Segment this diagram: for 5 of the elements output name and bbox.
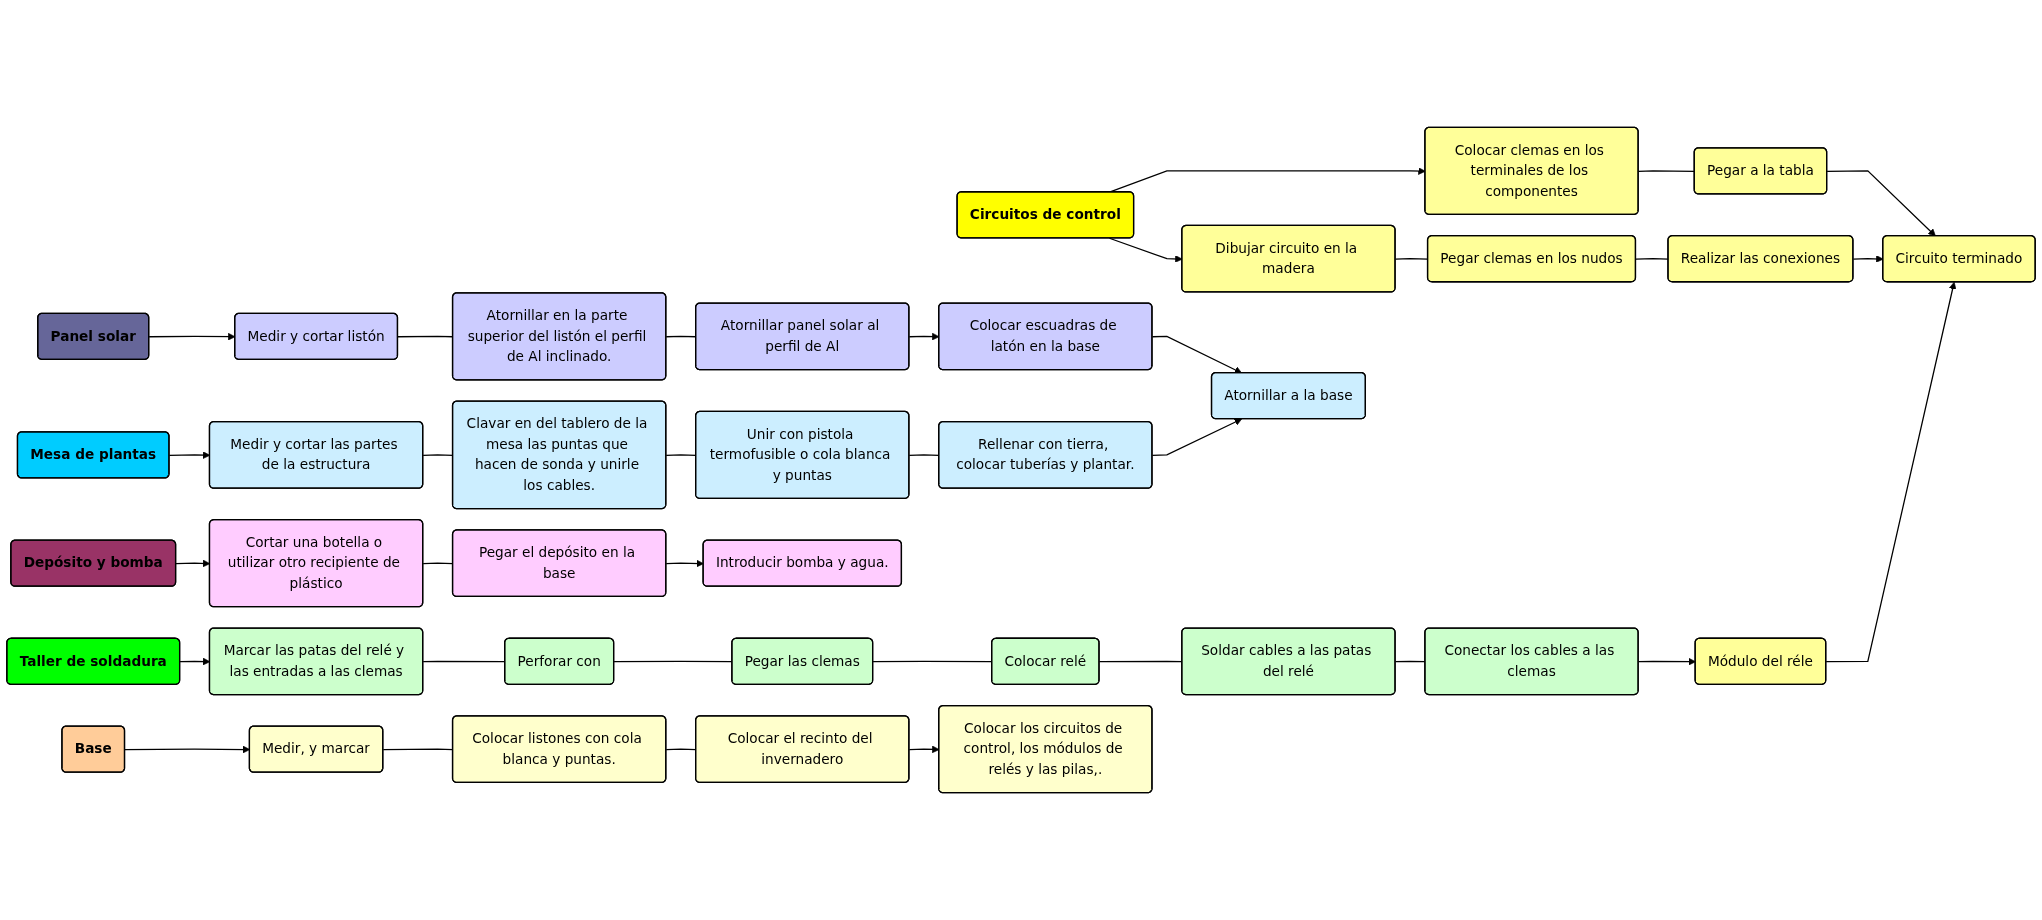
arrow [1826, 170, 1936, 237]
arrow [1151, 335, 1242, 374]
arrow [1825, 281, 1957, 663]
arrow [665, 559, 704, 568]
arrow [1151, 418, 1242, 456]
